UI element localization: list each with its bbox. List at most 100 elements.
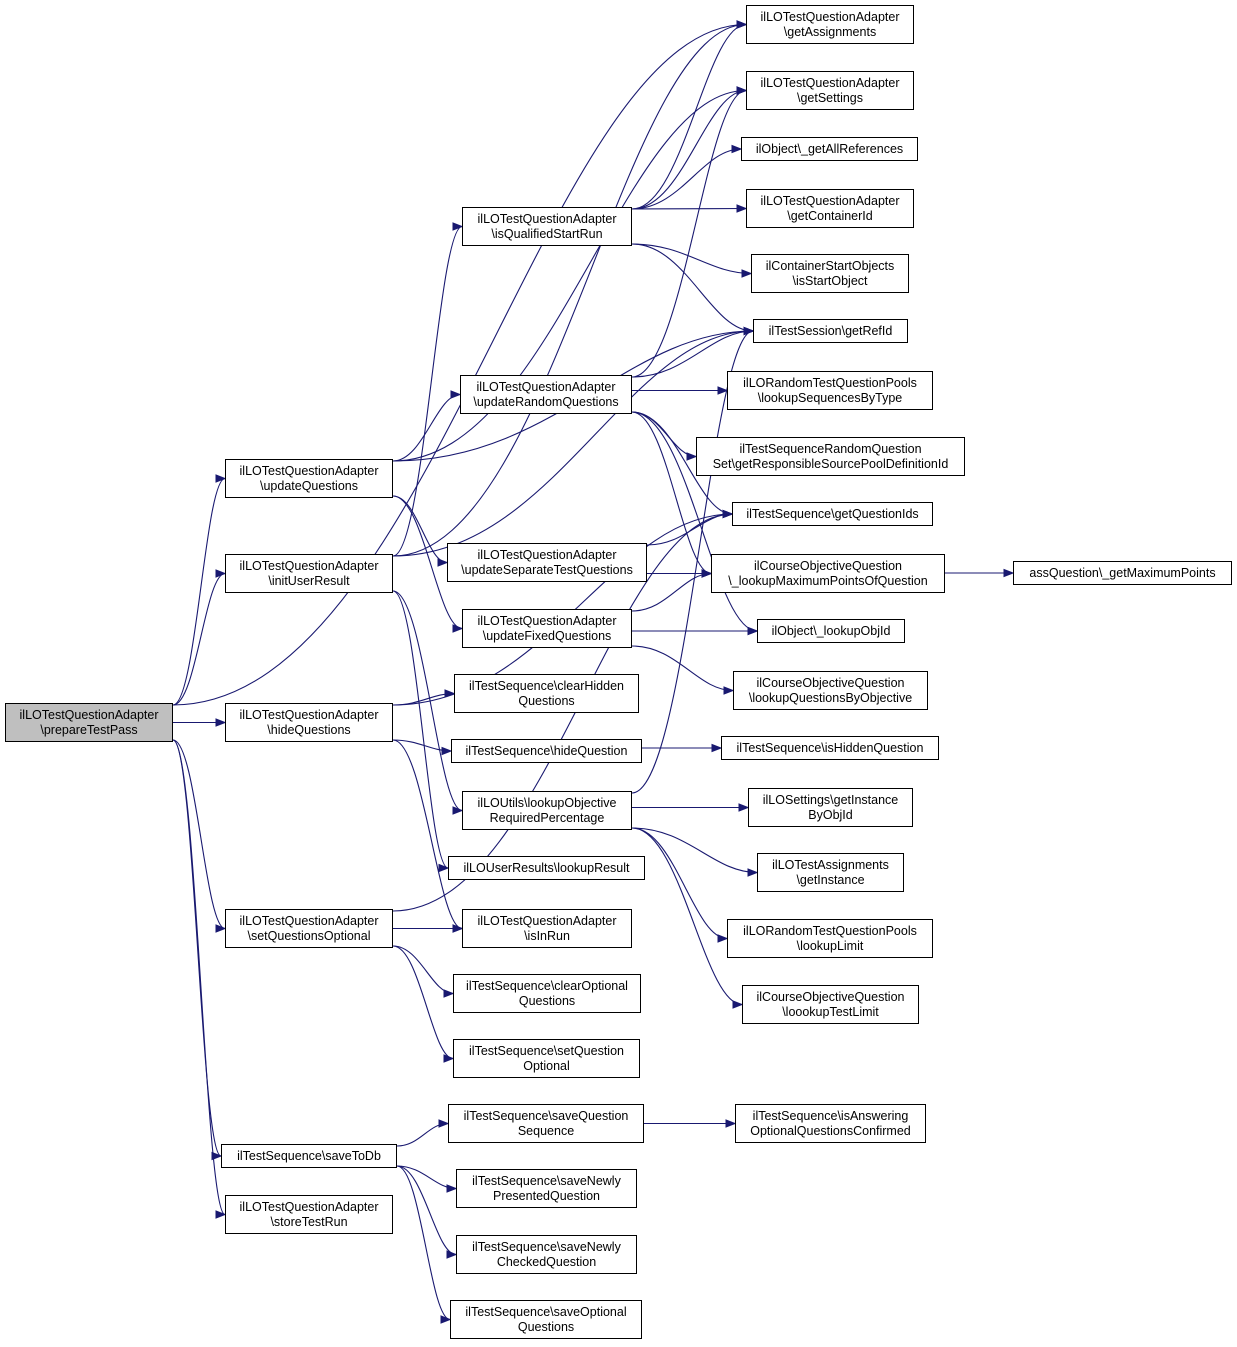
- node-get-assignments[interactable]: ilLOTestQuestionAdapter \getAssignments: [746, 5, 914, 44]
- node-label-line: ilTestSequence\isAnswering: [752, 1108, 909, 1123]
- node-hide-questions[interactable]: ilLOTestQuestionAdapter \hideQuestions: [225, 703, 393, 742]
- node-lookup-sequences-by-type[interactable]: ilLORandomTestQuestionPools \lookupSeque…: [727, 371, 933, 410]
- node-label-line: ilLOTestQuestionAdapter: [477, 613, 617, 628]
- node-label-line: \lookupSequencesByType: [757, 390, 903, 405]
- node-loookup-test-limit[interactable]: ilCourseObjectiveQuestion \loookupTestLi…: [742, 985, 919, 1024]
- arrowhead-initUserResult: [215, 569, 227, 578]
- edge-prepareTestPass-to-storeTestRun: [172, 739, 226, 1216]
- node-label-line: RequiredPercentage: [489, 810, 605, 825]
- node-label-line: ilLOUserResults\lookupResult: [463, 860, 630, 875]
- node-get-instance-by-obj-id[interactable]: ilLOSettings\getInstance ByObjId: [748, 788, 913, 827]
- arrowhead-lookupObjectiveRequiredPercentage: [452, 806, 464, 815]
- node-get-container-id[interactable]: ilLOTestQuestionAdapter \getContainerId: [746, 189, 914, 228]
- edge-isQualifiedStartRun-to-getAssignments: [631, 23, 747, 210]
- node-get-ref-id[interactable]: ilTestSession\getRefId: [753, 319, 908, 343]
- node-label-line: ilTestSequence\saveNewly: [472, 1239, 621, 1254]
- node-label-line: ilLOTestQuestionAdapter: [239, 1199, 379, 1214]
- edge-updateRandomQuestions-to-lookupObjId: [631, 411, 758, 632]
- node-prepare-test-pass[interactable]: ilLOTestQuestionAdapter \prepareTestPass: [5, 703, 173, 742]
- arrowhead-lookupObjId: [747, 626, 759, 636]
- node-label-line: PresentedQuestion: [492, 1188, 600, 1203]
- node-label-line: Sequence: [517, 1123, 575, 1138]
- node-label-line: Questions: [518, 993, 576, 1008]
- node-label-line: CheckedQuestion: [496, 1254, 597, 1269]
- node-save-newly-checked-question[interactable]: ilTestSequence\saveNewly CheckedQuestion: [456, 1235, 637, 1274]
- node-label-line: \storeTestRun: [270, 1214, 348, 1229]
- arrowhead-getAllReferences: [731, 144, 743, 154]
- edge-updateRandomQuestions-to-getResponsibleSourcePoolDefinitionId: [631, 411, 697, 458]
- node-is-qualified-start-run[interactable]: ilLOTestQuestionAdapter \isQualifiedStar…: [462, 207, 632, 246]
- node-is-answering-optional-questions-confirmed[interactable]: ilTestSequence\isAnswering OptionalQuest…: [735, 1104, 926, 1143]
- node-label-line: ilLOTestQuestionAdapter: [477, 211, 617, 226]
- node-label-line: \loookupTestLimit: [782, 1004, 879, 1019]
- node-is-hidden-question[interactable]: ilTestSequence\isHiddenQuestion: [721, 736, 939, 760]
- node-lookup-maximum-points-of-question[interactable]: ilCourseObjectiveQuestion \_lookupMaximu…: [711, 554, 945, 593]
- arrowhead-getResponsibleSourcePoolDefinitionId: [686, 452, 698, 461]
- arrowhead-isHiddenQuestion: [711, 743, 723, 753]
- arrowhead-saveNewlyPresentedQuestion: [446, 1184, 458, 1193]
- node-label-line: \prepareTestPass: [40, 722, 138, 737]
- node-lookup-limit[interactable]: ilLORandomTestQuestionPools \lookupLimit: [727, 919, 933, 958]
- arrowhead-isQualifiedStartRun: [452, 222, 464, 231]
- node-label-line: Questions: [518, 693, 575, 708]
- node-update-questions[interactable]: ilLOTestQuestionAdapter \updateQuestions: [225, 459, 393, 498]
- node-label-line: \updateQuestions: [260, 478, 358, 493]
- node-set-questions-optional[interactable]: ilLOTestQuestionAdapter \setQuestionsOpt…: [225, 909, 393, 948]
- edge-initUserResult-to-lookupResult: [392, 590, 449, 869]
- arrowhead-getRefId: [743, 326, 755, 336]
- edge-prepareTestPass-to-initUserResult: [172, 572, 226, 706]
- node-get-responsible-source-pool-definition-id[interactable]: ilTestSequenceRandomQuestion Set\getResp…: [696, 437, 965, 476]
- node-get-settings[interactable]: ilLOTestQuestionAdapter \getSettings: [746, 71, 914, 110]
- node-save-optional-questions[interactable]: ilTestSequence\saveOptional Questions: [450, 1300, 642, 1339]
- arrowhead-getMaximumPoints: [1003, 568, 1015, 578]
- node-lookup-questions-by-objective[interactable]: ilCourseObjectiveQuestion \lookupQuestio…: [733, 671, 928, 710]
- node-store-test-run[interactable]: ilLOTestQuestionAdapter \storeTestRun: [225, 1195, 393, 1234]
- node-label-line: ilTestSequence\saveQuestion: [463, 1108, 629, 1123]
- arrowhead-lookupLimit: [717, 934, 729, 943]
- arrowhead-getQuestionIds: [722, 509, 734, 519]
- node-label-line: ilLORandomTestQuestionPools: [743, 923, 917, 938]
- arrowhead-isInRun: [452, 924, 464, 933]
- arrowhead-isAnsweringOptionalQuestionsConfirmed: [725, 1119, 737, 1128]
- node-label-line: ilTestSequence\saveToDb: [237, 1148, 381, 1163]
- node-get-all-references[interactable]: ilObject\_getAllReferences: [741, 137, 918, 161]
- node-init-user-result[interactable]: ilLOTestQuestionAdapter \initUserResult: [225, 554, 393, 593]
- node-label-line: ByObjId: [808, 807, 853, 822]
- node-label-line: ilTestSequence\clearHidden: [469, 678, 624, 693]
- edge-isQualifiedStartRun-to-getContainerId: [631, 207, 747, 210]
- node-label-line: \lookupLimit: [796, 938, 864, 953]
- node-label-line: Set\getResponsibleSourcePoolDefinitionId: [712, 456, 949, 471]
- node-lookup-objective-required-percentage[interactable]: ilLOUtils\lookupObjective RequiredPercen…: [462, 791, 632, 830]
- node-get-question-ids[interactable]: ilTestSequence\getQuestionIds: [732, 502, 933, 526]
- node-label-line: ilLOTestQuestionAdapter: [19, 707, 159, 722]
- node-save-newly-presented-question[interactable]: ilTestSequence\saveNewly PresentedQuesti…: [456, 1169, 637, 1208]
- edge-isQualifiedStartRun-to-getSettings: [631, 89, 747, 210]
- node-save-question-sequence[interactable]: ilTestSequence\saveQuestion Sequence: [448, 1104, 644, 1143]
- node-label-line: ilLOTestQuestionAdapter: [760, 75, 900, 90]
- node-get-maximum-points[interactable]: assQuestion\_getMaximumPoints: [1013, 561, 1232, 585]
- node-hide-question[interactable]: ilTestSequence\hideQuestion: [451, 739, 642, 763]
- node-label-line: \getContainerId: [787, 208, 873, 223]
- node-update-random-questions[interactable]: ilLOTestQuestionAdapter \updateRandomQue…: [460, 375, 632, 414]
- node-label-line: ilTestSequence\getQuestionIds: [746, 506, 919, 521]
- node-label-line: ilCourseObjectiveQuestion: [756, 675, 905, 690]
- node-label-line: \isQualifiedStartRun: [491, 226, 603, 241]
- arrowhead-hideQuestion: [441, 746, 453, 756]
- node-is-start-object[interactable]: ilContainerStartObjects \isStartObject: [751, 254, 909, 293]
- arrowhead-isStartObject: [741, 269, 753, 278]
- node-label-line: \hideQuestions: [267, 722, 351, 737]
- node-clear-optional-questions[interactable]: ilTestSequence\clearOptional Questions: [453, 974, 641, 1013]
- node-save-to-db[interactable]: ilTestSequence\saveToDb: [221, 1144, 397, 1168]
- node-update-separate-test-questions[interactable]: ilLOTestQuestionAdapter \updateSeparateT…: [447, 543, 647, 582]
- node-clear-hidden-questions[interactable]: ilTestSequence\clearHidden Questions: [454, 674, 639, 713]
- node-get-instance[interactable]: ilLOTestAssignments \getInstance: [757, 853, 904, 892]
- node-label-line: \getAssignments: [783, 24, 877, 39]
- node-update-fixed-questions[interactable]: ilLOTestQuestionAdapter \updateFixedQues…: [462, 609, 632, 648]
- arrowhead-getSettings: [736, 86, 748, 95]
- node-label-line: Questions: [517, 1319, 575, 1334]
- node-set-question-optional[interactable]: ilTestSequence\setQuestion Optional: [453, 1039, 640, 1078]
- node-lookup-result[interactable]: ilLOUserResults\lookupResult: [448, 856, 645, 880]
- edge-updateRandomQuestions-to-getQuestionIds: [631, 411, 733, 515]
- node-lookup-obj-id[interactable]: ilObject\_lookupObjId: [757, 619, 905, 643]
- node-is-in-run[interactable]: ilLOTestQuestionAdapter \isInRun: [462, 909, 632, 948]
